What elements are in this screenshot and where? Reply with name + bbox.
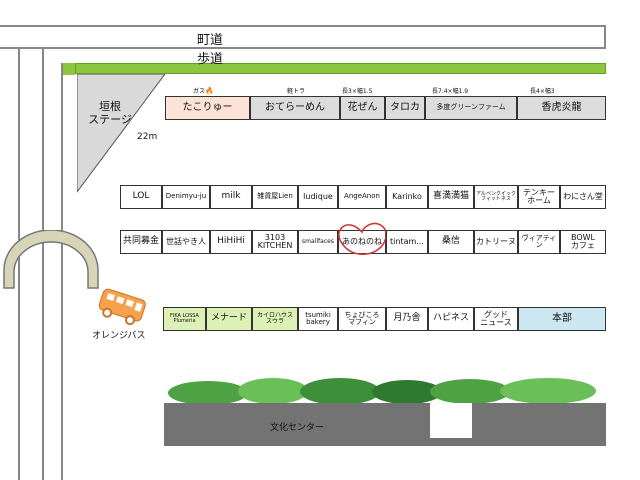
stall-kimanmanneko[interactable]: 喜満満猫 xyxy=(428,185,474,209)
stall-kairo-house[interactable]: カイロハウス スウラ xyxy=(252,307,298,331)
stall-zakkaya-lien[interactable]: 雑貨屋Lien xyxy=(252,185,298,209)
size-note-1: 長3×幅1.5 xyxy=(342,88,373,95)
stall-tenkey-home[interactable]: テンキー ホーム xyxy=(518,185,560,209)
main-road xyxy=(0,25,606,49)
stall-kuwanobu[interactable]: 桑信 xyxy=(428,230,474,254)
stall-takoryu[interactable]: たこりゅー xyxy=(165,96,250,120)
tree-5 xyxy=(430,379,510,404)
sidewalk-label: 歩道 xyxy=(196,52,223,67)
flame-icon: 🔥 xyxy=(205,87,214,95)
stall-oteramen[interactable]: おてらーめん xyxy=(250,96,340,120)
highlight-circle xyxy=(338,222,387,255)
stall-catherine[interactable]: カトリーヌ xyxy=(474,230,518,254)
sidewalk xyxy=(75,63,606,74)
stall-menard[interactable]: メナード xyxy=(206,307,252,331)
tree-1 xyxy=(168,381,248,405)
stage-area xyxy=(77,74,166,193)
stall-good-news[interactable]: グッド ニュース xyxy=(474,307,518,331)
stall-denimyu-ju[interactable]: Denimyu-ju xyxy=(162,185,210,209)
stall-hihihi[interactable]: HiHiHi xyxy=(210,230,252,254)
stall-tado-green-farm[interactable]: 多度グリーンファーム xyxy=(425,96,517,120)
stall-wanisando[interactable]: わにさん堂 xyxy=(560,185,606,209)
stage-label: 垣根 ステージ xyxy=(88,100,132,127)
stall-angeanon[interactable]: AngeAnon xyxy=(338,185,386,209)
stage-distance: 22m xyxy=(137,132,158,142)
culture-center-notch xyxy=(430,403,472,438)
stall-happiness[interactable]: ハピネス xyxy=(428,307,474,331)
stall-tsukinoya[interactable]: 月乃舎 xyxy=(386,307,428,331)
stall-bowl-cafe[interactable]: BOWL カフェ xyxy=(560,230,606,254)
arch-gate xyxy=(3,230,99,289)
stall-kyodo-bokin[interactable]: 共同募金 xyxy=(120,230,162,254)
stall-fika-lossa[interactable]: FIKA LOSSA Plumeria xyxy=(163,307,206,331)
tree-6 xyxy=(500,378,596,404)
culture-center[interactable] xyxy=(164,403,606,446)
sidewalk-vertical xyxy=(61,63,63,480)
stall-viatin[interactable]: ヴィアティン xyxy=(518,230,560,254)
stall-sewayakinin[interactable]: 世話やき人 xyxy=(162,230,210,254)
bus-label: オレンジバス xyxy=(92,331,146,341)
stall-hanazen[interactable]: 花ぜん xyxy=(340,96,385,120)
stall-ludique[interactable]: ludique xyxy=(298,185,338,209)
stall-smallfaces[interactable]: smallfaces xyxy=(298,230,338,254)
stall-kotora-enryu[interactable]: 香虎炎龍 xyxy=(517,96,606,120)
main-road-label: 町道 xyxy=(196,33,223,48)
culture-center-label: 文化センター xyxy=(270,423,325,433)
side-road-top xyxy=(42,47,62,49)
truck-note: 軽トラ xyxy=(287,88,306,95)
tree-3 xyxy=(300,378,380,405)
left-road-edge xyxy=(0,49,20,480)
stall-karinko[interactable]: Karinko xyxy=(386,185,428,209)
size-note-3: 長4×幅3 xyxy=(530,88,555,95)
tree-2 xyxy=(238,378,308,404)
stall-lol[interactable]: LOL xyxy=(120,185,162,209)
stall-headquarters[interactable]: 本部 xyxy=(518,307,606,331)
stall-3103-kitchen[interactable]: 3103 KITCHEN xyxy=(252,230,298,254)
gas-note: ガス🔥 xyxy=(193,87,214,95)
stall-milk[interactable]: milk xyxy=(210,185,252,209)
bus-icon xyxy=(98,288,146,326)
sidewalk-vertical-green xyxy=(63,63,75,75)
stall-tsumiki-bakery[interactable]: tsumiki bakery xyxy=(298,307,338,331)
stall-chobikoro-muffin[interactable]: ちょびころ マフィン xyxy=(338,307,386,331)
stall-alpen-quick-fitness[interactable]: アルペンクイック フィットネス xyxy=(474,185,518,209)
inner-road-edge xyxy=(42,49,44,480)
size-note-2: 長7.4×幅1.9 xyxy=(432,88,469,95)
stall-tintam[interactable]: tintam... xyxy=(386,230,428,254)
stall-taroka[interactable]: タロカ xyxy=(385,96,425,120)
